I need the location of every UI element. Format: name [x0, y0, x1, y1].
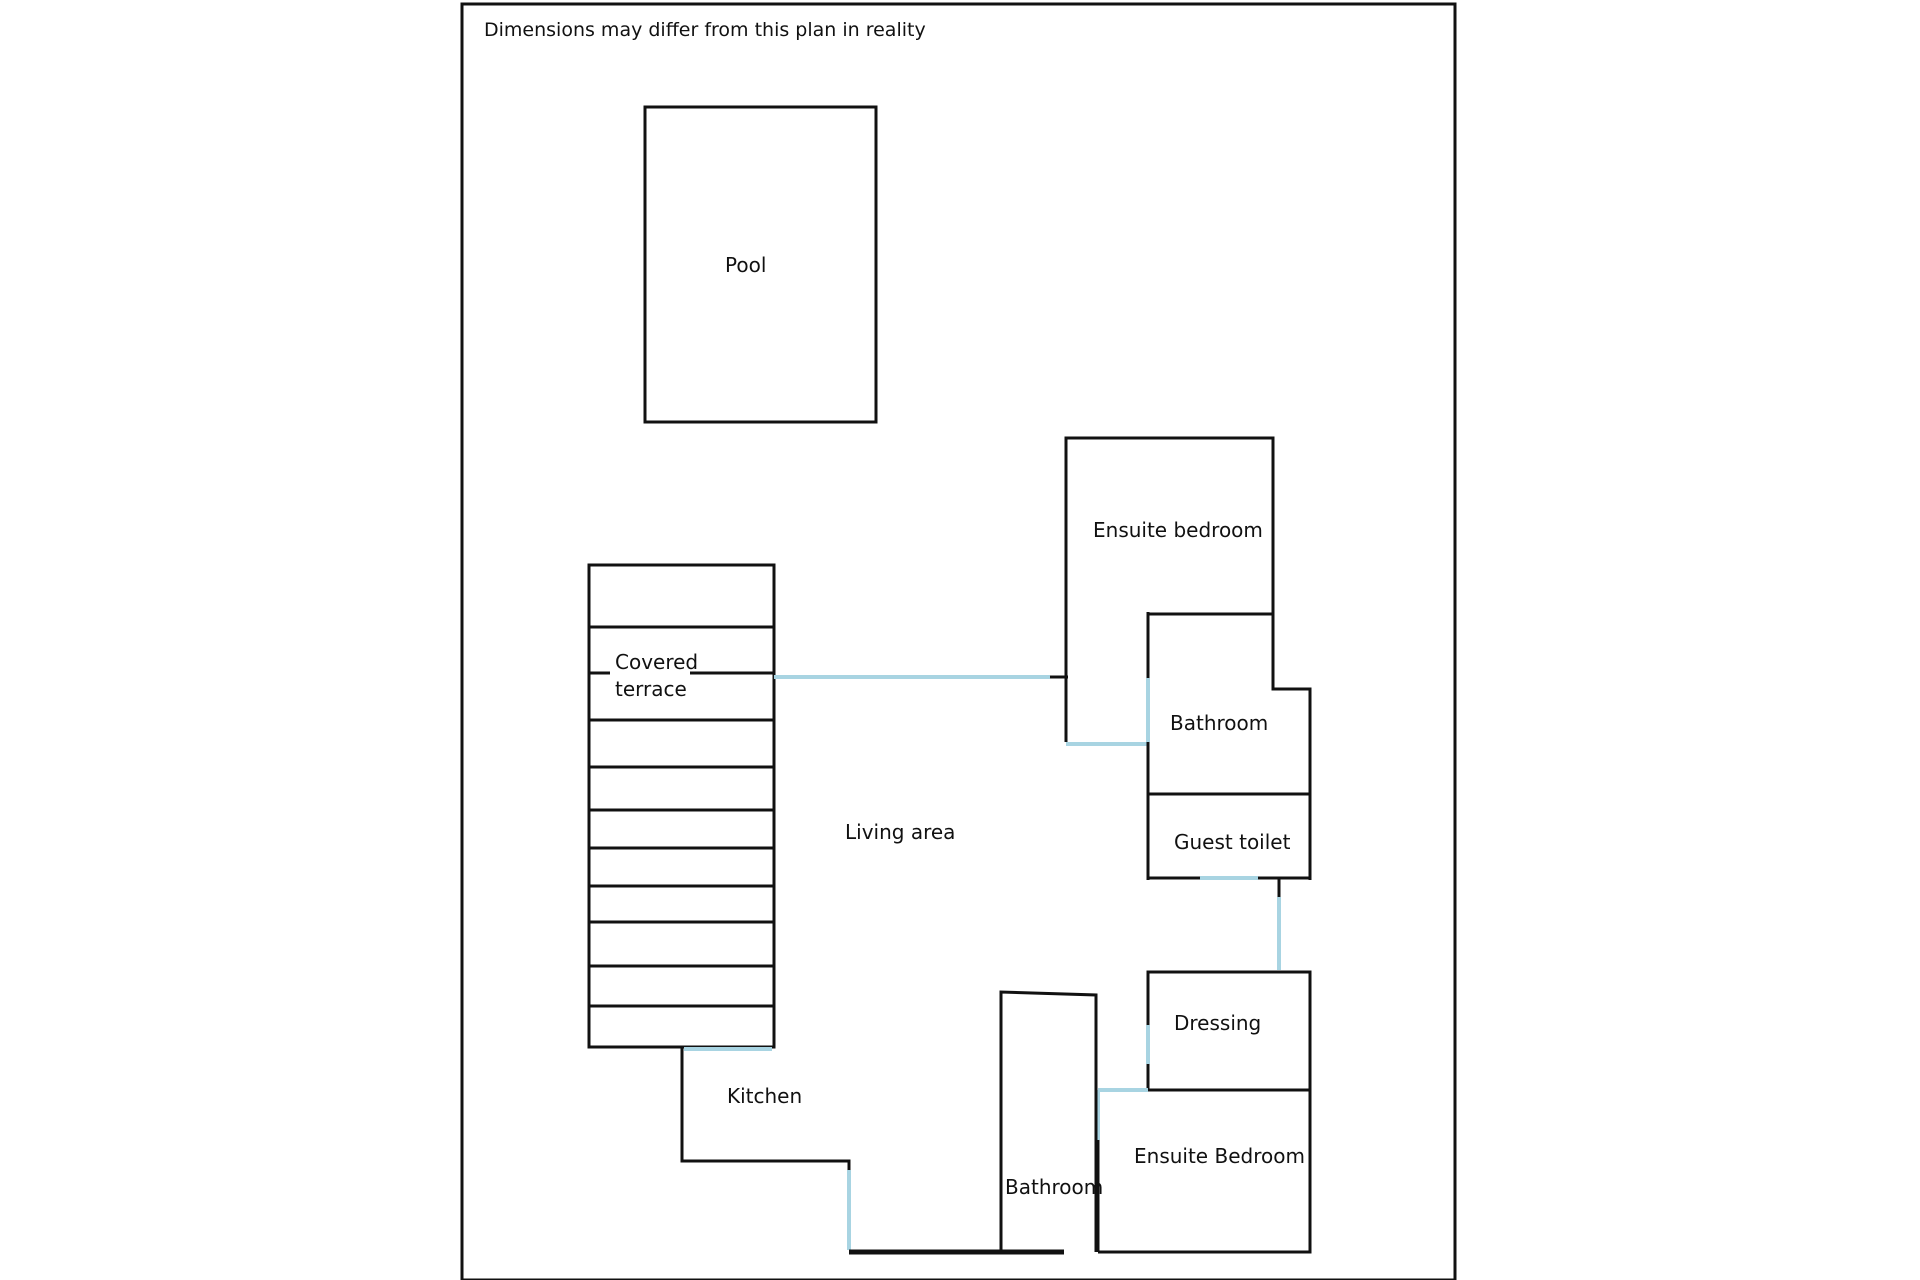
covered-terrace-label-line2: terrace — [615, 677, 687, 701]
covered-terrace-label-line1: Covered — [615, 650, 698, 674]
ensuite-bedroom-top-label: Ensuite bedroom — [1093, 518, 1263, 542]
covered-terrace — [587, 563, 776, 1049]
ensuite-bedroom-top-walls — [1064, 436, 1312, 880]
living-area-label: Living area — [845, 820, 955, 844]
bathroom-right-walls — [1146, 612, 1310, 880]
pool-label: Pool — [725, 253, 766, 277]
guest-toilet-walls — [1148, 876, 1310, 897]
kitchen-label: Kitchen — [727, 1084, 802, 1108]
dressing-label: Dressing — [1174, 1011, 1261, 1035]
guest-toilet-label: Guest toilet — [1174, 830, 1291, 854]
page-frame — [460, 2, 1457, 1280]
disclaimer-note: Dimensions may differ from this plan in … — [484, 19, 926, 41]
kitchen-walls — [680, 1047, 851, 1170]
terrace-label-bg — [610, 650, 690, 704]
pool-outline — [643, 105, 878, 424]
ensuite-bedroom-bottom-label: Ensuite Bedroom — [1134, 1144, 1305, 1168]
bathroom-right-label: Bathroom — [1170, 711, 1268, 735]
bathroom-bottom-label: Bathroom — [1005, 1175, 1103, 1199]
ensuite-bedroom-bottom-walls — [1096, 1090, 1312, 1254]
dressing-walls — [1146, 970, 1312, 1092]
bathroom-bottom-walls — [999, 990, 1098, 1252]
